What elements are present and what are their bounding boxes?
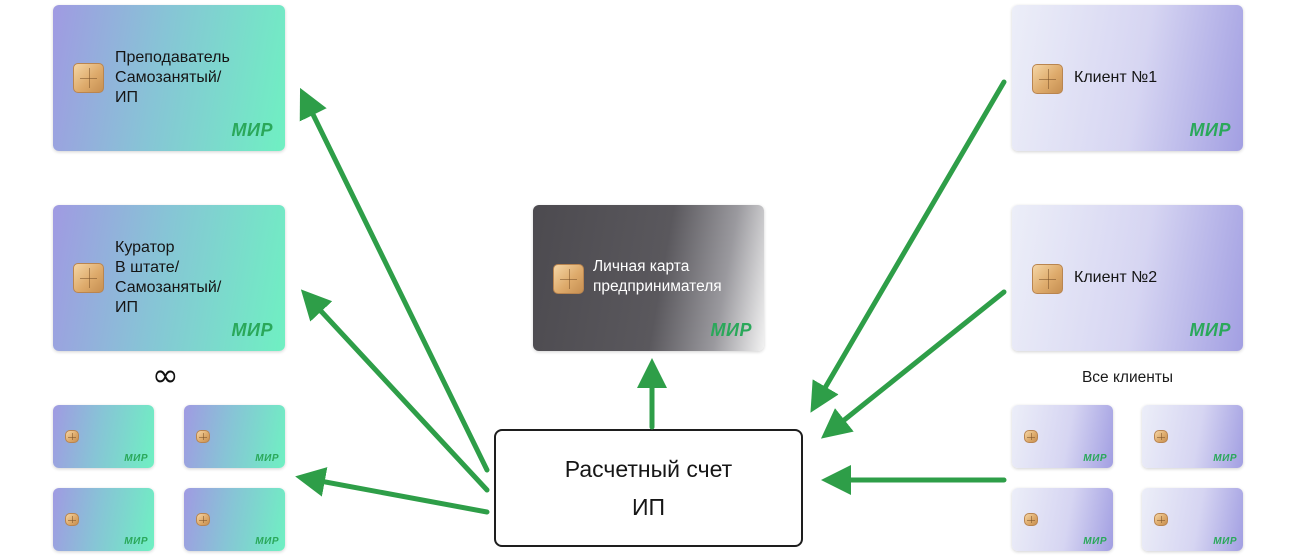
chip-icon [1154,430,1168,443]
mir-logo: МИР [710,320,752,340]
infinity-symbol: ∞ [152,356,179,394]
chip-icon [73,263,104,293]
mir-logo: МИР [255,536,279,547]
client-1-label: Клиент №1 [1074,69,1158,86]
mir-logo: МИР [1213,453,1237,464]
chip-icon [65,430,79,443]
mir-logo: МИР [124,536,148,547]
mir-logo: МИР [231,120,273,140]
mir-logo: МИР [1189,120,1231,140]
client-2-card: Клиент №2 МИР [1012,205,1243,351]
settlement-account-box: Расчетный счет ИП [494,429,803,547]
employee-mini-card: МИР [184,405,285,468]
all-clients-label: Все клиенты [1081,369,1174,386]
mir-logo: МИР [1083,536,1107,547]
chip-icon [553,264,584,294]
curator-card: Куратор В штате/ Самозанятый/ ИП МИР [53,205,285,351]
employee-mini-card: МИР [53,405,154,468]
teacher-card: Преподаватель Самозанятый/ ИП МИР [53,5,285,151]
arrow-from-client-2 [820,289,1007,439]
chip-icon [1032,264,1063,294]
client-mini-card: МИР [1142,405,1243,468]
personal-card-label: Личная карта предпринимателя [593,258,722,295]
teacher-card-label: Преподаватель Самозанятый/ ИП [115,49,230,106]
arrow-from-client-1 [810,79,1007,413]
chip-icon [1032,64,1063,94]
mir-logo: МИР [124,453,148,464]
personal-card: Личная карта предпринимателя МИР [533,205,764,351]
chip-icon [73,63,104,93]
chip-icon [1024,513,1038,526]
client-mini-card: МИР [1142,488,1243,551]
curator-card-label: Куратор В штате/ Самозанятый/ ИП [115,239,222,316]
employee-mini-card: МИР [184,488,285,551]
arrow-to-curator [300,289,490,493]
mir-logo: МИР [255,453,279,464]
client-mini-card: МИР [1012,405,1113,468]
chip-icon [196,513,210,526]
mir-logo: МИР [231,320,273,340]
client-2-label: Клиент №2 [1074,269,1158,286]
mir-logo: МИР [1213,536,1237,547]
arrow-to-teacher [299,87,490,473]
mir-logo: МИР [1083,453,1107,464]
employee-mini-card: МИР [53,488,154,551]
chip-icon [65,513,79,526]
chip-icon [1024,430,1038,443]
client-mini-card: МИР [1012,488,1113,551]
mir-logo: МИР [1189,320,1231,340]
arrow-to-employees [295,467,490,515]
chip-icon [196,430,210,443]
chip-icon [1154,513,1168,526]
client-1-card: Клиент №1 МИР [1012,5,1243,151]
